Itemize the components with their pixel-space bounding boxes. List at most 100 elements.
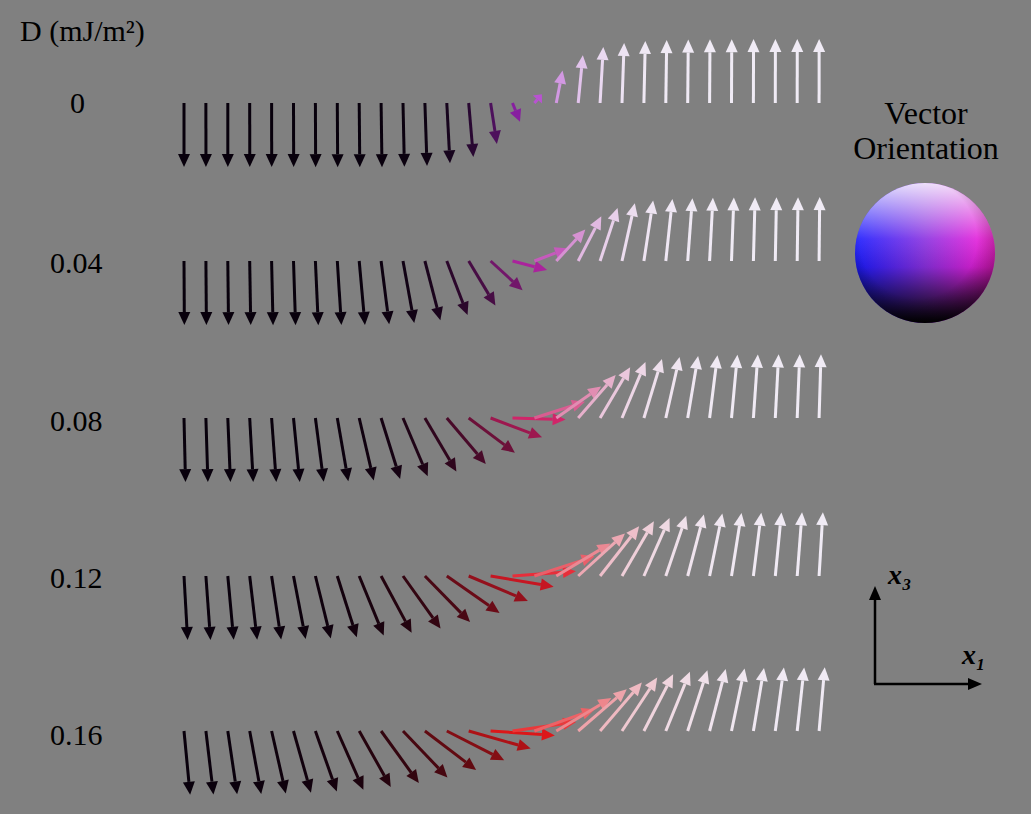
spin-head <box>445 457 457 471</box>
spin-head <box>417 462 428 476</box>
spin-head <box>253 780 265 794</box>
spin-head <box>685 198 697 211</box>
spin-head <box>485 601 499 613</box>
spin-head <box>769 39 781 52</box>
spin-shaft <box>294 576 304 626</box>
spin-head <box>597 47 609 60</box>
spin-head <box>517 739 531 751</box>
spin-head <box>332 154 344 167</box>
spin-shaft <box>447 261 463 303</box>
spin-head <box>428 614 440 628</box>
spin-shaft <box>206 576 210 627</box>
spin-head <box>706 198 718 211</box>
orientation-sphere <box>855 183 995 323</box>
spin-head <box>726 39 738 52</box>
spin-shaft <box>688 369 696 418</box>
spin-head <box>792 197 804 210</box>
spin-head <box>340 467 352 481</box>
spin-head <box>662 674 673 688</box>
spin-shaft <box>403 261 412 310</box>
spin-head <box>618 43 630 56</box>
spin-shaft <box>666 370 677 418</box>
spin-shaft <box>380 103 384 154</box>
spin-shaft <box>819 525 822 576</box>
spin-shaft <box>600 60 602 103</box>
spin-shaft <box>644 54 645 103</box>
spin-head <box>310 154 322 167</box>
spin-head <box>466 144 478 157</box>
spin-head <box>201 469 213 482</box>
spin-head <box>540 579 554 591</box>
spin-shaft <box>337 261 340 312</box>
spin-head <box>462 757 476 770</box>
spin-head <box>277 779 289 793</box>
spin-shaft <box>425 103 427 153</box>
spin-shaft <box>272 731 283 781</box>
spin-head <box>501 440 515 453</box>
spin-shaft <box>666 528 682 576</box>
spin-head <box>227 626 239 639</box>
spin-shaft <box>425 731 466 762</box>
spin-shaft <box>796 52 799 103</box>
spin-head <box>751 355 763 368</box>
spin-shaft <box>600 220 613 261</box>
spin-head <box>756 668 768 682</box>
spin-shaft <box>753 210 754 261</box>
spin-shaft <box>775 525 780 576</box>
spin-head <box>365 466 377 480</box>
spin-head <box>514 590 528 601</box>
spin-head <box>200 154 212 167</box>
spin-head <box>749 197 761 210</box>
spin-shaft <box>226 261 230 312</box>
spin-shaft <box>294 261 296 312</box>
spin-head <box>443 150 455 163</box>
spin-head <box>671 357 683 371</box>
spin-shaft <box>513 103 516 110</box>
spin-head <box>748 39 760 52</box>
spin-head <box>489 130 501 144</box>
spin-head <box>457 609 470 622</box>
spin-shaft <box>272 418 276 469</box>
spin-head <box>178 312 190 325</box>
axis-title: D (mJ/m²) <box>20 14 145 47</box>
spin-shaft <box>294 418 299 469</box>
spin-shaft <box>513 261 535 267</box>
spin-shaft <box>469 261 489 294</box>
axis-label: x₁ <box>962 640 986 671</box>
spin-head <box>222 154 234 167</box>
spin-head <box>302 779 314 793</box>
spin-shaft <box>774 52 777 103</box>
spin-shaft <box>688 683 704 731</box>
spin-head <box>770 197 782 210</box>
spin-shaft <box>491 418 530 433</box>
spin-shaft <box>183 103 186 154</box>
axis-label: x₃ <box>888 560 912 591</box>
spin-head <box>335 312 347 325</box>
spin-shaft <box>732 210 734 261</box>
spin-shaft <box>270 103 273 154</box>
spin-shaft <box>664 53 668 103</box>
spin-shaft <box>556 239 576 261</box>
spin-head <box>353 775 364 789</box>
d-value: 0.08 <box>50 404 103 437</box>
spin-shaft <box>622 56 624 103</box>
spin-head <box>293 468 305 482</box>
spin-shaft <box>381 261 387 311</box>
spin-head <box>406 309 418 323</box>
spin-head <box>776 668 788 682</box>
spin-arrows <box>178 39 830 795</box>
spin-head <box>639 41 651 54</box>
spin-shaft <box>797 367 799 418</box>
spin-head <box>267 312 279 325</box>
spin-head <box>490 749 504 760</box>
spin-head <box>434 764 447 778</box>
spin-shaft <box>403 418 423 464</box>
spin-head <box>730 355 742 369</box>
spin-head <box>642 521 654 535</box>
spin-head <box>793 354 805 367</box>
spin-head <box>222 312 234 325</box>
spin-shaft <box>710 682 723 731</box>
spin-head <box>626 526 639 540</box>
spin-shaft <box>578 698 617 731</box>
spin-shaft <box>228 418 230 469</box>
